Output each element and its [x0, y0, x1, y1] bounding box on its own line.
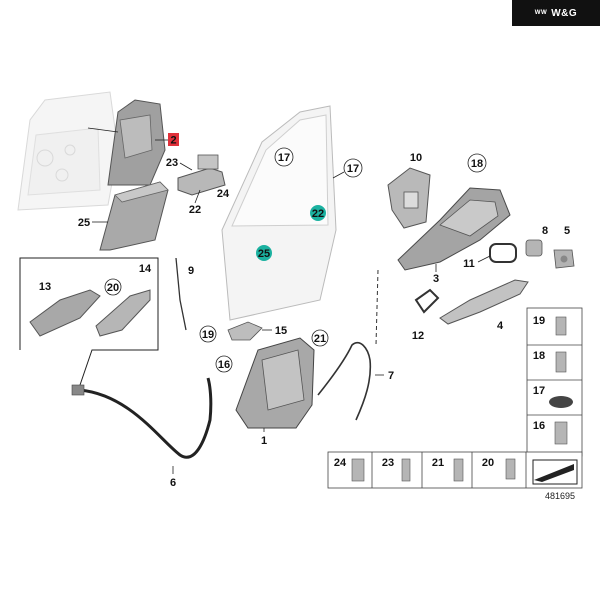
part-22-bracket	[177, 154, 226, 196]
callout-20[interactable]: 21	[311, 329, 329, 347]
part-6-cable	[71, 377, 213, 459]
svg-text:2: 2	[170, 135, 176, 147]
callout-24[interactable]: 24	[217, 188, 230, 200]
legend-17: 17	[533, 385, 573, 408]
legend-16: 16	[533, 420, 568, 445]
svg-text:13: 13	[39, 281, 51, 293]
svg-text:22: 22	[312, 208, 324, 220]
svg-text:18: 18	[533, 350, 545, 362]
callout-16[interactable]: 16	[215, 355, 233, 373]
svg-text:22: 22	[189, 204, 201, 216]
callout-9[interactable]: 9	[188, 265, 194, 277]
callout-4[interactable]: 4	[497, 320, 504, 332]
svg-text:19: 19	[533, 315, 545, 327]
diagram-number: 481695	[545, 491, 575, 501]
callout-5[interactable]: 5	[564, 225, 570, 237]
callout-1[interactable]: 1	[261, 428, 267, 447]
callout-10[interactable]: 10	[410, 152, 422, 164]
callout-25[interactable]: 25	[78, 217, 108, 229]
svg-text:9: 9	[188, 265, 194, 277]
legend-19: 19	[533, 315, 567, 336]
part-11-seal	[489, 243, 517, 263]
callout-23[interactable]: 23	[166, 157, 193, 171]
callout-22[interactable]: 22	[189, 189, 201, 216]
callout-11[interactable]: 11	[463, 255, 491, 270]
callout-14[interactable]: 14	[139, 263, 152, 275]
brand-logo: ᵂᵂ W&G	[512, 0, 600, 26]
svg-text:6: 6	[170, 477, 176, 489]
callout-13[interactable]: 13	[39, 281, 51, 293]
legend-24: 24	[334, 457, 365, 482]
arrow-icon	[532, 459, 578, 485]
callout-19[interactable]: 19	[199, 325, 217, 343]
callout-21[interactable]: 20	[104, 278, 122, 296]
svg-text:21: 21	[432, 457, 444, 469]
svg-text:24: 24	[334, 457, 347, 469]
callout-22-teal[interactable]: 22	[310, 205, 326, 221]
svg-text:19: 19	[202, 329, 214, 341]
door-frame-overview	[17, 91, 119, 211]
svg-text:17: 17	[278, 152, 290, 164]
svg-text:11: 11	[463, 258, 475, 270]
svg-text:21: 21	[314, 333, 326, 345]
svg-text:24: 24	[217, 188, 230, 200]
svg-text:14: 14	[139, 263, 152, 275]
svg-text:3: 3	[433, 273, 439, 285]
part-15-bracket	[227, 321, 263, 341]
svg-text:25: 25	[258, 248, 270, 260]
legend-20: 20	[482, 457, 516, 480]
svg-text:12: 12	[412, 330, 424, 342]
svg-text:1: 1	[261, 435, 267, 447]
callout-6[interactable]: 6	[170, 466, 176, 489]
part-10-bracket	[387, 167, 431, 229]
callout-7[interactable]: 7	[375, 370, 394, 382]
svg-text:8: 8	[542, 225, 548, 237]
wg-logo-icon: ᵂᵂ	[534, 8, 548, 18]
svg-text:20: 20	[107, 282, 119, 294]
svg-text:17: 17	[347, 163, 359, 175]
svg-text:17: 17	[533, 385, 545, 397]
callout-12[interactable]: 12	[412, 330, 424, 342]
callout-2[interactable]: 2	[155, 133, 179, 147]
part-7-cable	[317, 269, 379, 421]
svg-text:18: 18	[471, 158, 483, 170]
svg-text:16: 16	[533, 420, 545, 432]
svg-text:20: 20	[482, 457, 494, 469]
callout-25-teal[interactable]: 25	[256, 245, 272, 261]
legend-18: 18	[533, 350, 567, 373]
fastener-legend-right	[526, 307, 583, 457]
part-18-carrier	[397, 187, 511, 271]
svg-text:23: 23	[382, 457, 394, 469]
svg-text:15: 15	[275, 325, 287, 337]
svg-text:5: 5	[564, 225, 570, 237]
callout-15[interactable]: 15	[262, 325, 287, 337]
svg-text:25: 25	[78, 217, 90, 229]
callout-18[interactable]: 18	[467, 153, 487, 173]
part-25-cover	[99, 181, 169, 251]
callout-17-b[interactable]: 17	[332, 158, 363, 179]
inner-handle-panel	[19, 257, 159, 386]
part-9-rod	[175, 257, 187, 331]
brand-logo-text: W&G	[551, 7, 578, 19]
svg-text:23: 23	[166, 157, 178, 169]
callout-8[interactable]: 8	[542, 225, 548, 237]
part-1-lock	[235, 337, 315, 429]
svg-text:4: 4	[497, 320, 504, 332]
part-8-cylinder	[525, 239, 543, 257]
svg-text:7: 7	[388, 370, 394, 382]
callout-3[interactable]: 3	[433, 264, 439, 285]
legend-21: 21	[432, 457, 464, 482]
part-12-gasket	[414, 288, 440, 314]
svg-text:16: 16	[218, 359, 230, 371]
part-4-outer-handle	[439, 279, 529, 325]
part-5-cap	[553, 249, 575, 269]
legend-23: 23	[382, 457, 411, 482]
callout-17-door[interactable]: 17	[274, 147, 294, 167]
svg-text:10: 10	[410, 152, 422, 164]
door-outline	[221, 105, 337, 321]
